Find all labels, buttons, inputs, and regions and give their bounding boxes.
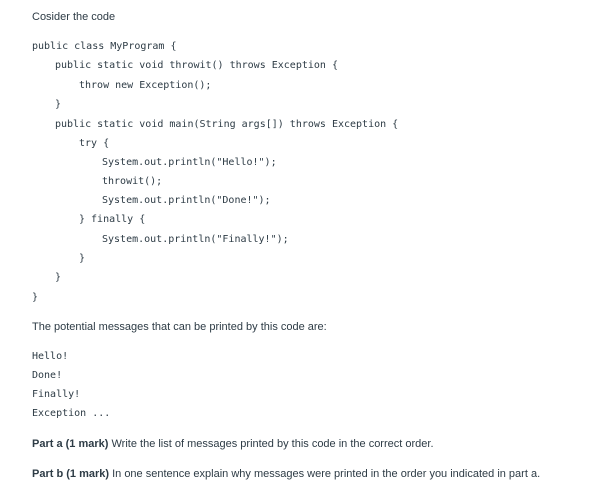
part-a-question: Part a (1 mark) Write the list of messag… [32, 438, 434, 450]
code-line: } [79, 253, 86, 264]
part-a-text: Write the list of messages printed by th… [108, 438, 434, 450]
code-line: public class MyProgram { [32, 41, 177, 52]
code-line: System.out.println("Finally!"); [102, 234, 289, 245]
message-item: Exception ... [32, 408, 111, 419]
code-line: throw new Exception(); [79, 80, 212, 91]
code-line: } finally { [79, 214, 146, 225]
intro-text: Cosider the code [32, 11, 116, 23]
code-line: try { [79, 138, 110, 149]
code-line: } [55, 99, 62, 110]
code-line: System.out.println("Hello!"); [102, 157, 277, 168]
message-item: Finally! [32, 389, 81, 400]
messages-intro: The potential messages that can be print… [32, 321, 327, 333]
code-line: System.out.println("Done!"); [102, 195, 271, 206]
part-b-question: Part b (1 mark) In one sentence explain … [32, 468, 540, 480]
part-b-label: Part b (1 mark) [32, 468, 110, 480]
code-line: public static void main(String args[]) t… [55, 119, 399, 130]
code-line: } [32, 292, 39, 303]
part-b-text: In one sentence explain why messages wer… [109, 468, 541, 480]
message-item: Done! [32, 370, 63, 381]
message-item: Hello! [32, 351, 69, 362]
code-line: } [55, 272, 62, 283]
part-a-label: Part a (1 mark) [32, 438, 109, 450]
code-line: throwit(); [102, 176, 163, 187]
code-line: public static void throwit() throws Exce… [55, 60, 338, 71]
